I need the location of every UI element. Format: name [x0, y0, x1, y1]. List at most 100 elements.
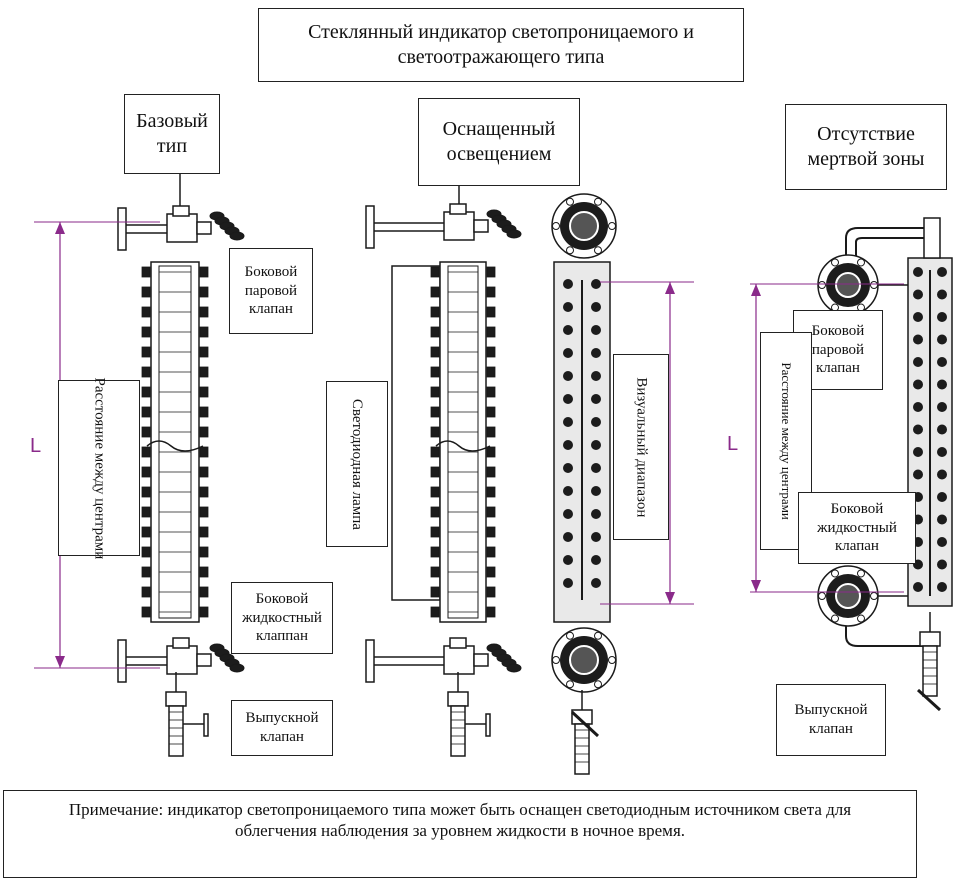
- side-steam-valve-label: Боковой паровой клапан: [229, 248, 313, 334]
- nd-top-flange-bolt: [857, 258, 865, 267]
- nd-drain-valve-label: Выпускной клапан: [776, 684, 886, 756]
- lit-column-bolt-left: [430, 266, 440, 278]
- lit-column-bolt-right: [486, 426, 496, 438]
- visual-column-bolt-right: [591, 463, 601, 473]
- lit-column-bolt-right: [486, 326, 496, 338]
- visual-top-flange-bolt: [594, 197, 602, 206]
- lit-column-bolt-left: [430, 346, 440, 358]
- lit-column-bolt-right: [486, 606, 496, 618]
- visual-top-flange-hub: [569, 211, 599, 241]
- lit-column-bolt-right: [486, 266, 496, 278]
- basic-column-bolt-left: [141, 406, 151, 418]
- visual-bottom-flange-bolt: [594, 680, 602, 689]
- lit-top-valve-handwheel: [506, 229, 522, 239]
- nd-bottom-flange-hub: [835, 583, 861, 609]
- visual-top-flange-bolt: [594, 246, 602, 255]
- lit-column-bolt-right: [486, 366, 496, 378]
- lit-column-bolt-right: [486, 486, 496, 498]
- basic-column-bolt-right: [199, 406, 209, 418]
- basic-column-bolt-left: [141, 526, 151, 538]
- nd-column-bolt-right: [937, 312, 947, 322]
- nd-column-bolt-right: [937, 357, 947, 367]
- nd-bottom-flange-bolt: [857, 614, 865, 623]
- visual-column-bolt-left: [563, 325, 573, 335]
- visual-column-bolt-right: [591, 440, 601, 450]
- visual-column-bolt-left: [563, 509, 573, 519]
- nd-top-loop-pipe-inner: [855, 237, 924, 262]
- basic-type-label: Базовый тип: [124, 94, 220, 174]
- visual-top-flange-bolt: [552, 222, 560, 230]
- diagram-title-text: Стеклянный индикатор светопроницаемого и…: [308, 21, 694, 68]
- nd-column-bolt-right: [937, 402, 947, 412]
- nd-column-bolt-right: [937, 469, 947, 480]
- note-text: Примечание: индикатор светопроницаемого …: [68, 800, 852, 841]
- basic-column-bolt-right: [199, 546, 209, 558]
- nd-column-bolt-right: [937, 582, 947, 592]
- basic-column-bolt-right: [199, 346, 209, 358]
- basic-column-bolt-right: [199, 466, 209, 478]
- nd-drain-nut: [919, 631, 941, 647]
- nd-bottom-flange-bolt: [857, 569, 865, 578]
- basic-column-bolt-left: [141, 486, 151, 498]
- nd-top-flange-hub: [835, 272, 861, 298]
- basic-column-bolt-right: [199, 326, 209, 338]
- lit-column-bolt-left: [430, 586, 440, 598]
- basic-column-bolt-right: [199, 446, 209, 458]
- basic-column-bolt-left: [141, 386, 151, 398]
- nd-top-cap: [923, 217, 941, 259]
- nd-column-bolt-right: [937, 267, 947, 277]
- basic-top-valve-flange: [117, 207, 127, 251]
- visual-column-bolt-left: [563, 555, 573, 565]
- basic-column-bolt-left: [141, 606, 151, 618]
- lit-column-bolt-left: [430, 566, 440, 578]
- nd-column-bolt-left: [913, 402, 923, 412]
- lit-bottom-valve-flange: [365, 639, 375, 683]
- lit-column-bolt-left: [430, 526, 440, 538]
- nd-center-dim-arrow-top: [751, 284, 761, 296]
- nd-column-bolt-left: [913, 334, 923, 345]
- nd-dim-symbol: L: [727, 433, 738, 455]
- no-dead-zone-type-label: Отсутствие мертвой зоны: [785, 104, 947, 190]
- visual-range-dim-arrow-bottom: [665, 592, 675, 604]
- visual-column-bolt-right: [591, 279, 601, 289]
- lit-drain-nut: [447, 691, 469, 707]
- lit-bottom-valve-bonnet: [449, 637, 467, 649]
- lit-drain-body: [450, 705, 466, 757]
- basic-column-bolt-right: [199, 486, 209, 498]
- visual-column-bolt-right: [591, 302, 601, 312]
- drain-valve-label: Выпускной клапан: [231, 700, 333, 756]
- nd-column-bolt-right: [937, 379, 947, 390]
- basic-column-bolt-left: [141, 466, 151, 478]
- basic-column-bolt-right: [199, 386, 209, 398]
- lit-column-bolt-left: [430, 466, 440, 478]
- lit-column-bolt-left: [430, 366, 440, 378]
- nd-column-bolt-right: [937, 289, 947, 300]
- basic-column-bolt-left: [141, 266, 151, 278]
- lit-top-valve-body: [443, 211, 475, 241]
- lit-bottom-valve-body: [443, 645, 475, 675]
- basic-bottom-valve-handwheel: [229, 663, 245, 673]
- basic-column-bolt-left: [141, 446, 151, 458]
- side-liquid-valve-label: Боковой жидкостный клаппан: [231, 582, 333, 654]
- basic-column-bolt-right: [199, 606, 209, 618]
- nd-side-liquid-valve-label: Боковой жидкостный клапан: [798, 492, 916, 564]
- lit-top-valve-flange: [365, 205, 375, 249]
- visual-bottom-flange-bolt: [552, 656, 560, 664]
- visual-column-bolt-right: [591, 394, 601, 404]
- visual-range-label: Визуальный диапазон: [613, 354, 669, 540]
- visual-column-bolt-right: [591, 509, 601, 519]
- visual-column-bolt-left: [563, 417, 573, 427]
- visual-bottom-flange-bolt: [594, 631, 602, 640]
- nd-column-bolt-left: [913, 357, 923, 367]
- lit-drain-handle: [485, 713, 491, 737]
- basic-column-bolt-right: [199, 506, 209, 518]
- lit-column-bolt-right: [486, 466, 496, 478]
- nd-column-bolt-right: [937, 424, 947, 435]
- nd-bottom-flange-bolt: [870, 592, 878, 600]
- basic-column-bolt-left: [141, 286, 151, 298]
- basic-column-bolt-right: [199, 526, 209, 538]
- lit-column-bolt-right: [486, 586, 496, 598]
- nd-column-bolt-left: [913, 582, 923, 592]
- nd-column-bolt-left: [913, 312, 923, 322]
